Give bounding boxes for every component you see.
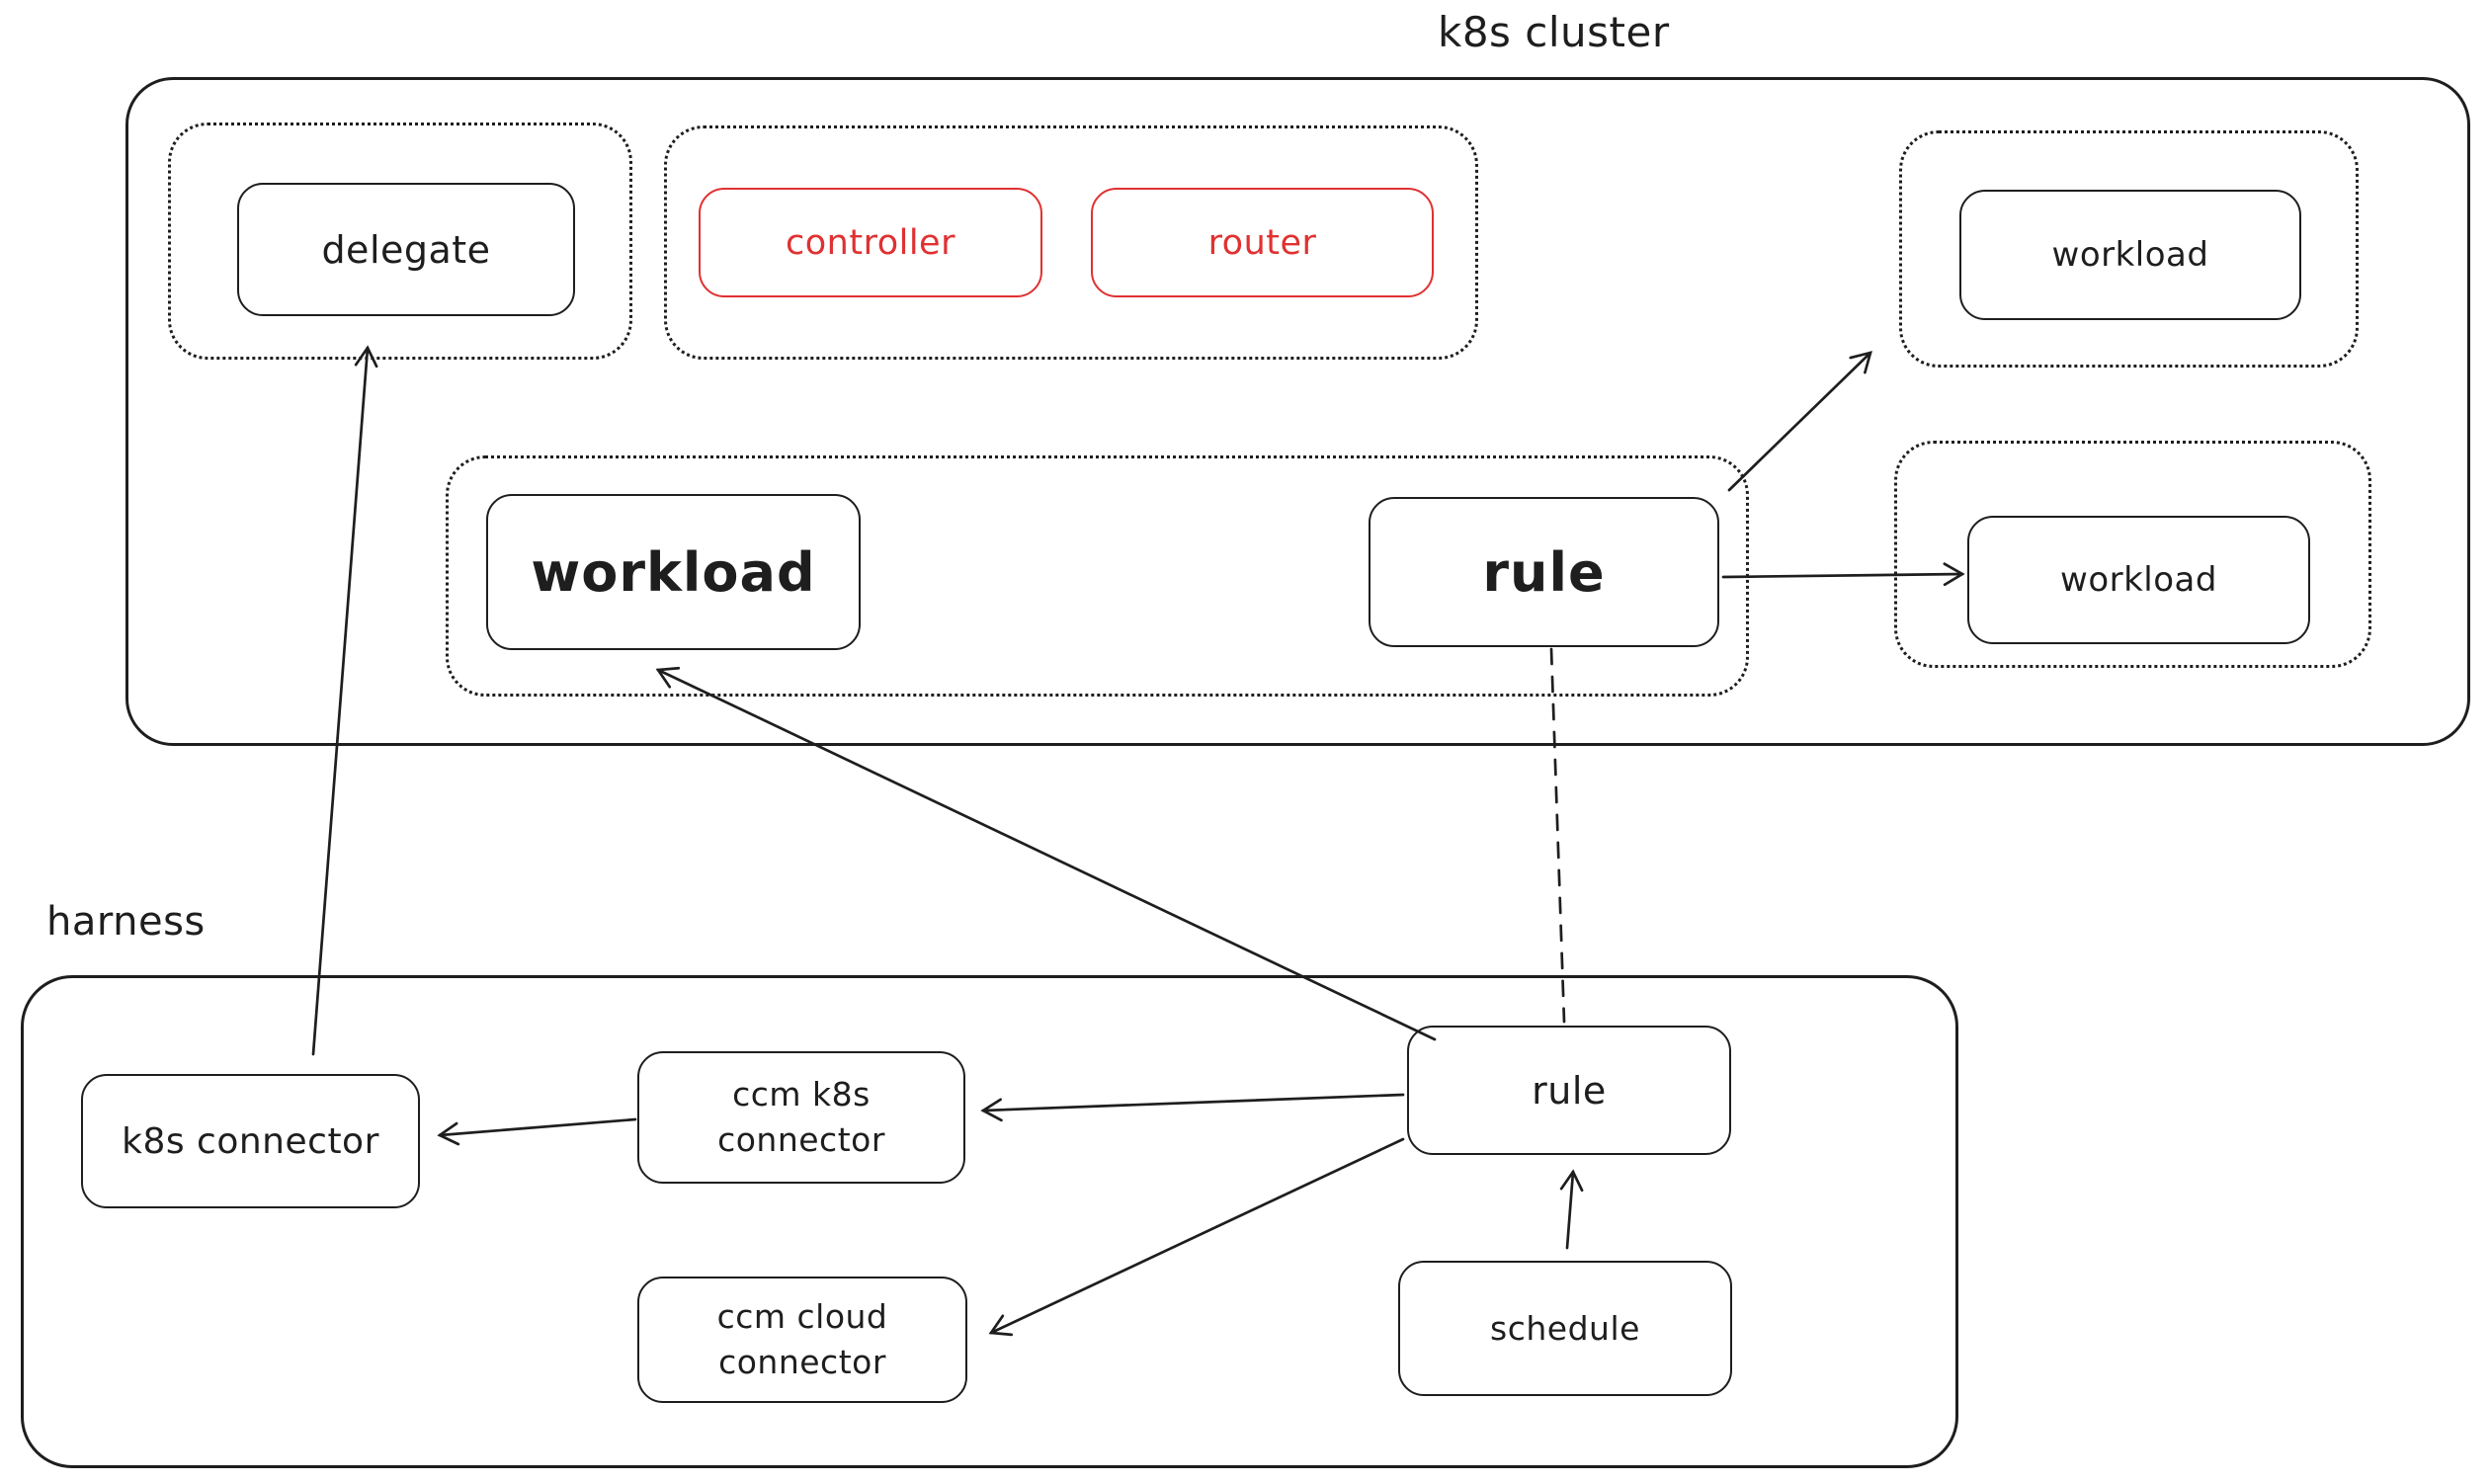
workload-mid-right-node: workload — [1967, 516, 2310, 644]
ccm-cloud-connector-line1: ccm cloud — [716, 1297, 888, 1337]
workload-mid-right-group — [1894, 441, 2371, 668]
ccm-k8s-connector-line2: connector — [717, 1120, 885, 1159]
delegate-node: delegate — [237, 183, 575, 316]
rule-cluster-node: rule — [1369, 497, 1719, 647]
workload-main-label: workload — [531, 540, 816, 604]
delegate-group — [168, 123, 632, 360]
k8s-connector-node: k8s connector — [81, 1074, 420, 1208]
rule-harness-node: rule — [1407, 1026, 1731, 1155]
rule-cluster-label: rule — [1482, 540, 1606, 604]
k8s-cluster-title: k8s cluster — [1438, 8, 1670, 56]
workload-main-node: workload — [486, 494, 861, 650]
router-label: router — [1207, 222, 1317, 263]
workload-top-right-node: workload — [1959, 190, 2301, 320]
controller-label: controller — [786, 222, 955, 263]
harness-title: harness — [46, 899, 206, 945]
control-group — [664, 125, 1478, 360]
ccm-cloud-connector-line2: connector — [718, 1343, 886, 1381]
controller-node: controller — [699, 188, 1042, 297]
schedule-node: schedule — [1398, 1261, 1732, 1396]
ccm-k8s-connector-line1: ccm k8s — [732, 1075, 871, 1114]
k8s-connector-label: k8s connector — [122, 1120, 379, 1162]
ccm-cloud-connector-node: ccm cloud connector — [637, 1277, 967, 1403]
schedule-label: schedule — [1490, 1308, 1640, 1348]
delegate-label: delegate — [321, 227, 491, 272]
workload-top-right-group — [1899, 130, 2359, 368]
ccm-k8s-connector-node: ccm k8s connector — [637, 1051, 965, 1184]
workload-mid-right-label: workload — [2060, 560, 2217, 600]
rule-harness-label: rule — [1532, 1068, 1607, 1113]
router-node: router — [1091, 188, 1434, 297]
workload-top-right-label: workload — [2051, 235, 2209, 275]
